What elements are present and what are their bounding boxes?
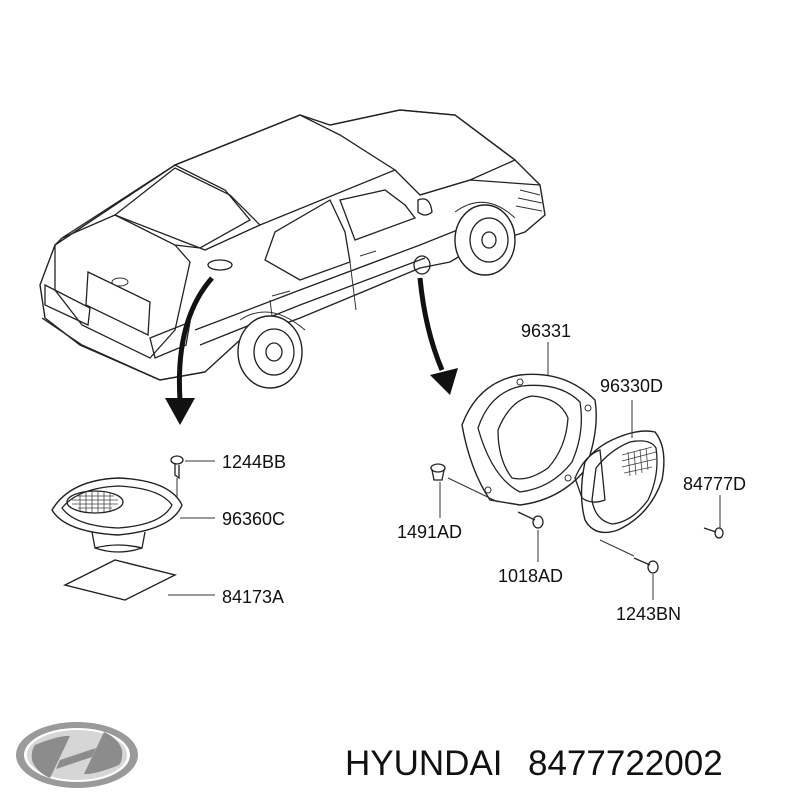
brand-name: HYUNDAI [345,744,503,783]
front-screw-label: 84777D [683,474,746,494]
arrow-rear-icon [165,276,214,425]
speaker-screw-icon [633,557,659,574]
clip-icon [430,463,446,481]
clip-label: 1491AD [397,522,462,542]
rear-speaker-group: 1244BB 96360C 84173A [51,452,286,607]
front-speaker-icon [574,430,665,534]
arrow-front-icon [417,277,458,395]
front-wheel [454,201,516,276]
part-number: 8477722002 [528,744,723,783]
bracket-icon [461,373,597,506]
rear-pad-icon [62,559,178,601]
rear-wheel [237,311,306,389]
bracket-label: 96331 [521,321,571,341]
bracket-screw-label: 1018AD [498,566,563,586]
front-speaker-group: 96331 96330D 84777D 1491AD 1018AD 1243BN [397,321,746,624]
bracket-screw-icon [517,511,544,529]
speaker-screw-label: 1243BN [616,604,681,624]
hyundai-logo [16,722,138,788]
rear-screw-icon [170,455,184,480]
front-screw-icon [703,527,724,539]
rear-speaker-icon [51,477,183,553]
rear-speaker-label: 96360C [222,509,285,529]
pad-label: 84173A [222,587,284,607]
front-speaker-label: 96330D [600,376,663,396]
rear-screw-label: 1244BB [222,452,286,472]
car-illustration [39,109,546,389]
